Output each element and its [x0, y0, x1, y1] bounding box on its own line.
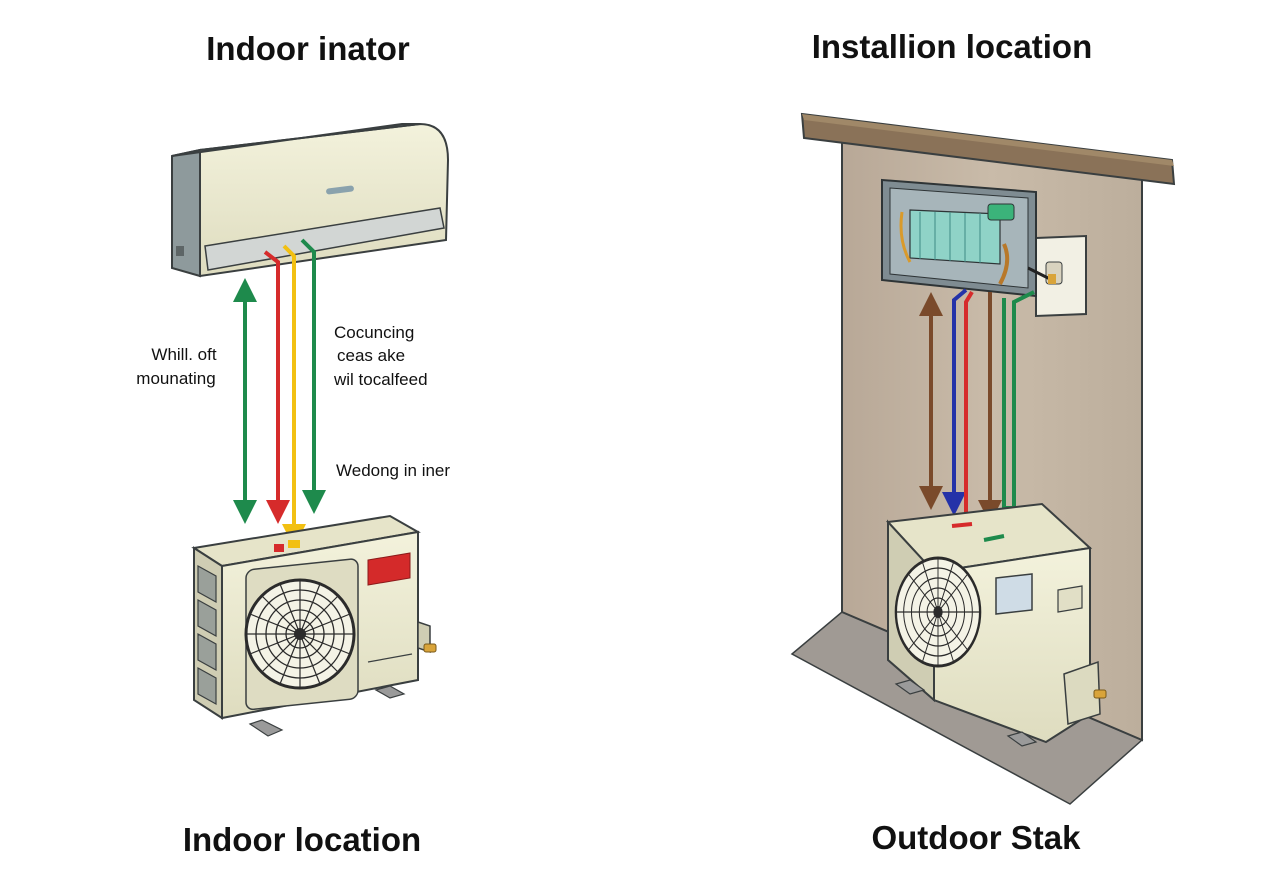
red-pipe — [263, 250, 290, 524]
yellow-pipe — [282, 244, 306, 548]
note-whill-oft: Whill. oft — [151, 345, 216, 364]
green-pipe-right-2 — [1002, 290, 1035, 530]
red-pipe-right — [964, 290, 974, 524]
fan-grille-icon — [894, 556, 982, 668]
note-mounating: mounating — [136, 369, 215, 388]
title-installation-location: Installion location — [812, 28, 1093, 65]
cutaway-unit — [881, 178, 1087, 318]
fan-grille-icon — [244, 578, 356, 690]
left-outdoor-unit — [191, 514, 437, 737]
title-indoor-location: Indoor location — [183, 821, 421, 858]
indoor-wall-unit — [171, 122, 450, 278]
blue-pipe — [942, 288, 968, 516]
green-pipe — [300, 238, 326, 514]
right-pipe-arrows — [919, 288, 1035, 536]
title-indoor-inator: Indoor inator — [206, 30, 410, 67]
title-outdoor-stak: Outdoor Stak — [871, 819, 1081, 856]
note-ceas-ake: ceas ake — [337, 346, 405, 365]
note-wil-tocalfeed: wil tocalfeed — [333, 370, 428, 389]
left-pipe-arrows — [233, 238, 326, 548]
note-cocuncing: Cocuncing — [334, 323, 414, 342]
note-wedong-in-iner: Wedong in iner — [336, 461, 450, 480]
right-outdoor-unit — [885, 502, 1107, 747]
